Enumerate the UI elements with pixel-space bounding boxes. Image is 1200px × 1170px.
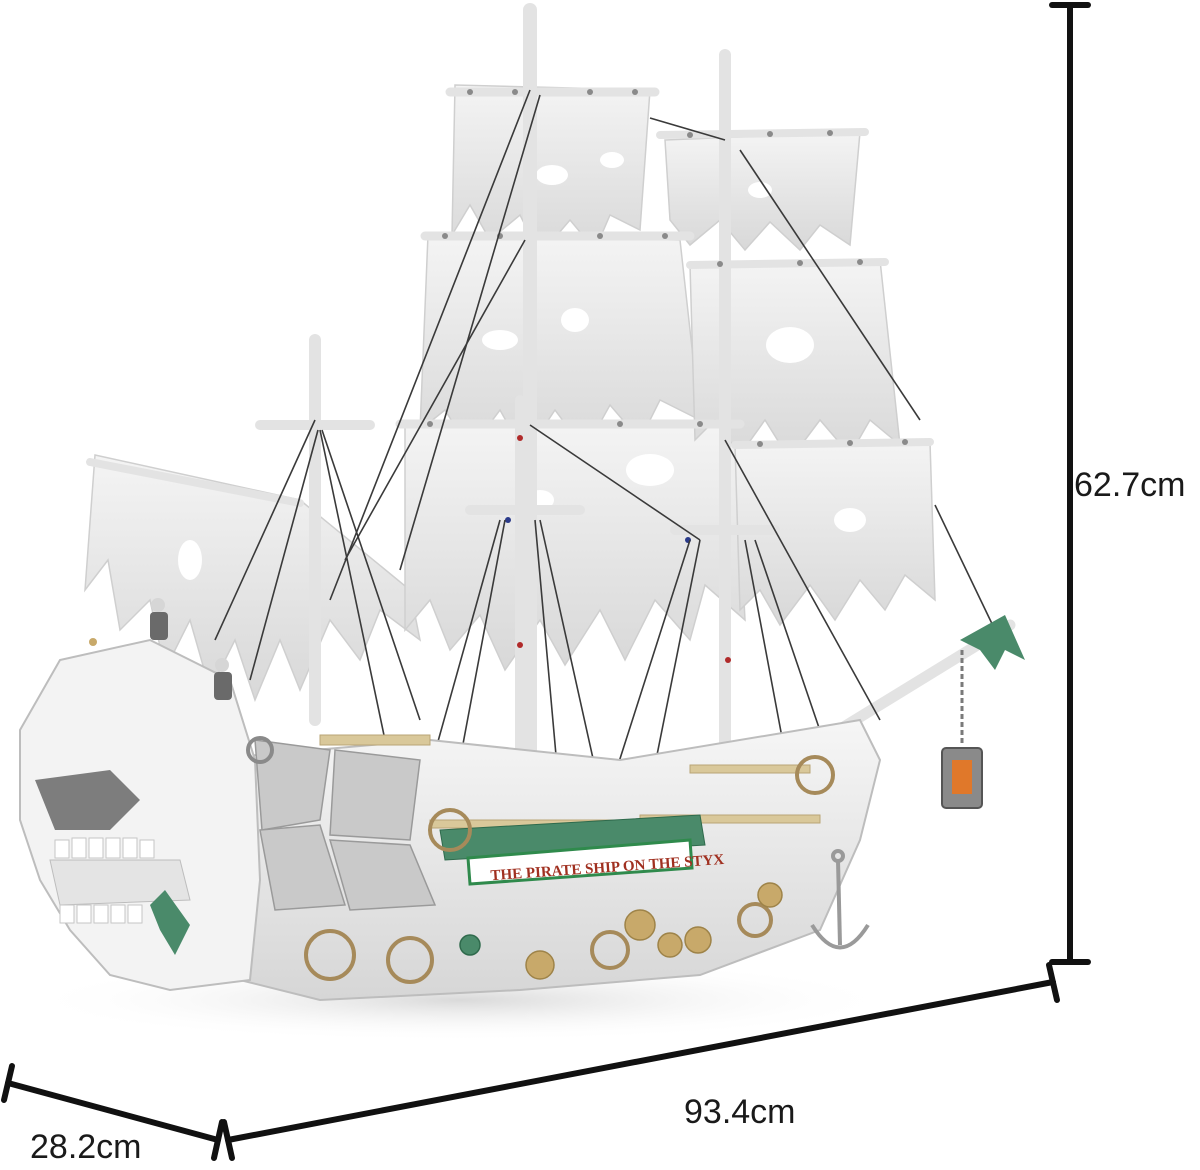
wheels xyxy=(246,736,835,984)
length-dimension-line xyxy=(225,979,1056,1143)
gears xyxy=(459,882,783,980)
yard-studs xyxy=(427,89,908,663)
depth-label: 28.2cm xyxy=(30,1128,142,1166)
main-course-sail xyxy=(404,421,746,672)
sails xyxy=(84,84,936,703)
mizzen-course-sail xyxy=(734,441,936,627)
length-label: 93.4cm xyxy=(684,1093,796,1131)
fore-sail xyxy=(84,454,422,703)
hanging-lantern xyxy=(941,650,983,809)
skull-lanterns xyxy=(89,598,232,700)
height-label: 62.7cm xyxy=(1074,466,1186,504)
rigging xyxy=(214,89,996,801)
masts xyxy=(86,3,1016,807)
anchor xyxy=(810,849,870,950)
depth-dimension-line xyxy=(5,1080,221,1143)
dimension-lines xyxy=(1,2,1091,1161)
